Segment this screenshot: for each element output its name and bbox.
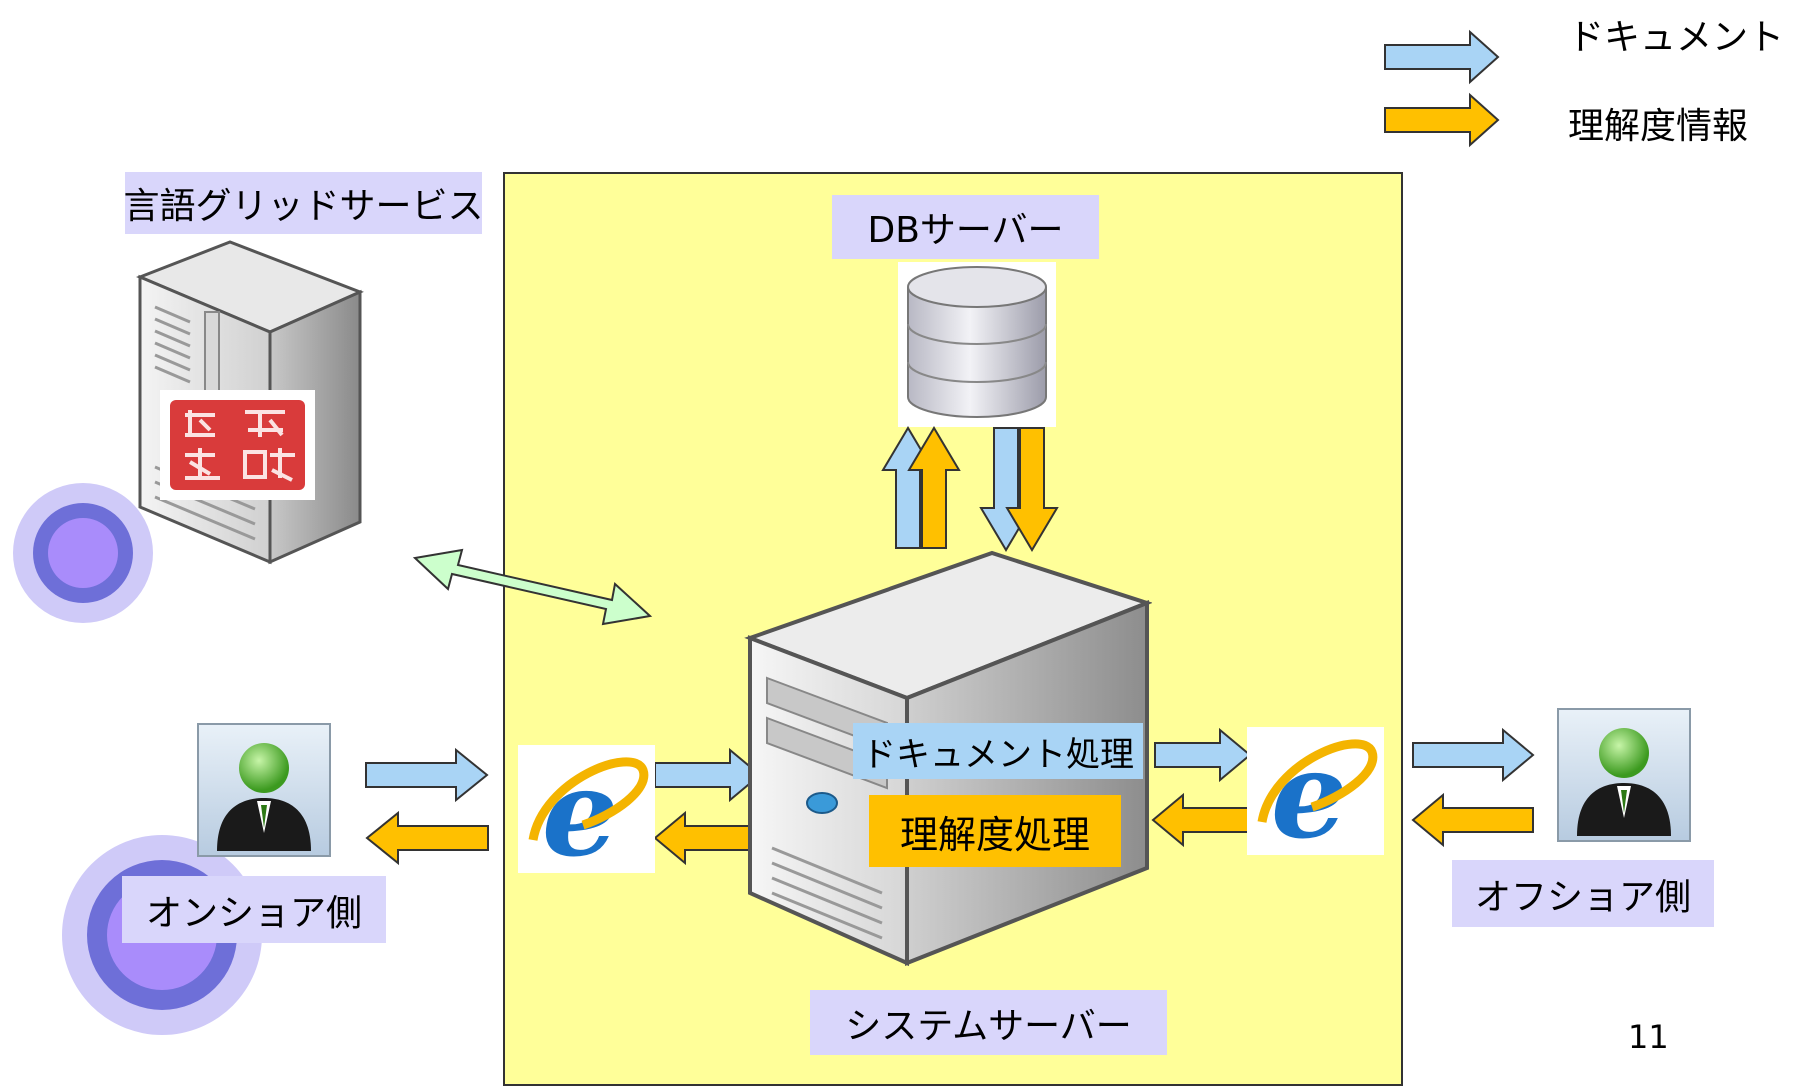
onshore-document-arrow (365, 747, 489, 803)
offshore-browser-to-server-understanding-arrow (1151, 792, 1249, 848)
understanding-arrow-up-to-db (907, 426, 961, 549)
system-server-icon (744, 550, 1152, 967)
onshore-browser-icon: e (518, 745, 655, 873)
legend-understanding-label: 理解度情報 (1568, 106, 1749, 147)
server-to-offshore-browser-document-arrow (1154, 727, 1252, 783)
onshore-understanding-arrow (365, 810, 489, 866)
offshore-label: オフショア側 (1452, 860, 1714, 927)
legend-document-label: ドキュメント (1568, 17, 1785, 58)
system-server-label: システムサーバー (810, 990, 1167, 1055)
offshore-user-icon (1557, 708, 1691, 842)
understanding-arrow-down-from-db (1005, 427, 1059, 552)
onshore-label: オンショア側 (122, 876, 386, 943)
offshore-browser-icon: e (1247, 727, 1384, 855)
understanding-processing-label: 理解度処理 (869, 795, 1121, 867)
db-server-label: DBサーバー (832, 195, 1099, 259)
legend-document-arrow (1384, 29, 1500, 85)
onshore-browser-to-server-document-arrow (654, 747, 762, 803)
language-grid-label: 言語グリッドサービス (124, 172, 484, 234)
server-to-onshore-browser-understanding-arrow (653, 810, 761, 866)
page-number: 11 (1628, 1018, 1669, 1056)
database-icon (898, 262, 1056, 427)
offshore-understanding-arrow (1411, 792, 1534, 848)
language-grid-exchange-arrow (412, 548, 653, 626)
legend-understanding-arrow (1384, 92, 1500, 148)
document-processing-label: ドキュメント処理 (853, 723, 1143, 779)
onshore-user-icon (197, 723, 331, 857)
language-grid-seal-image (160, 390, 315, 500)
offshore-document-arrow (1412, 727, 1535, 783)
